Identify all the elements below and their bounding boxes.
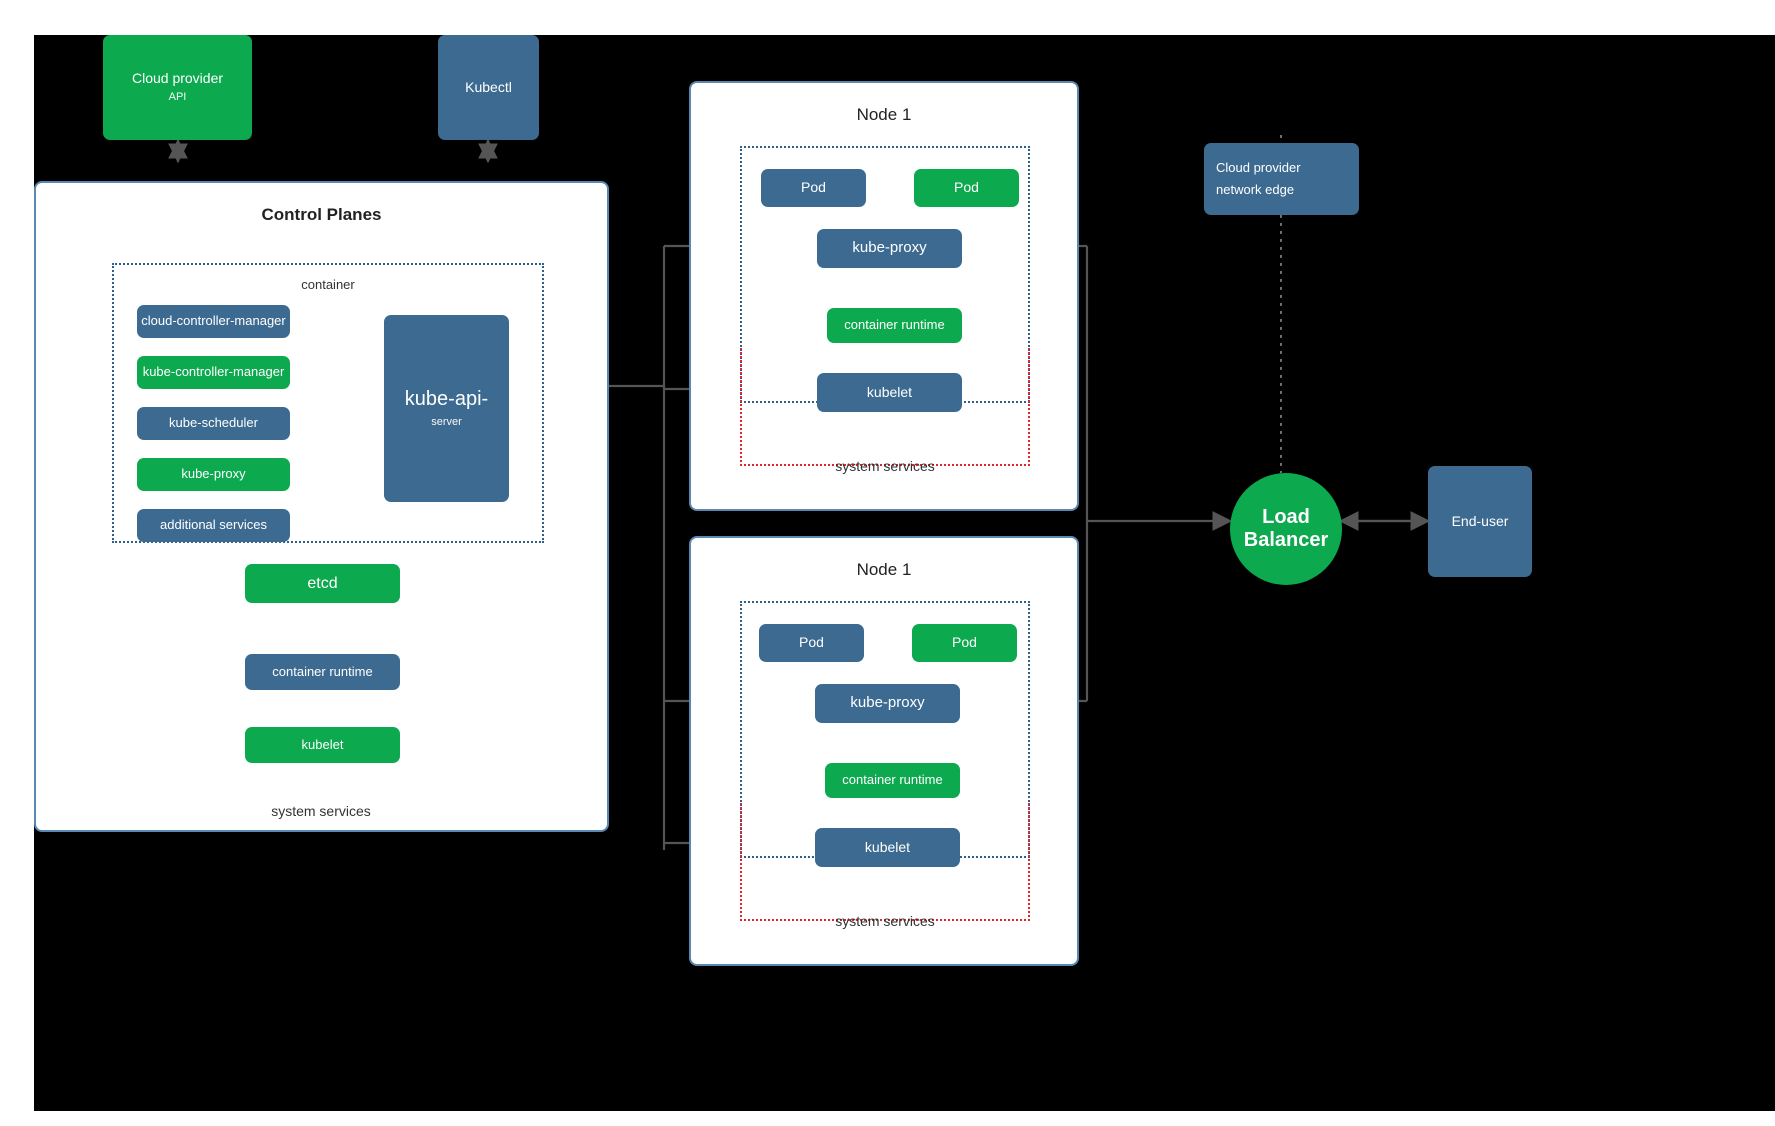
end-user-box[interactable]: End-user (1428, 466, 1532, 577)
control-plane-container-runtime-box[interactable]: container runtime (245, 654, 400, 690)
kube-api-server-label-line1: kube-api- (404, 388, 489, 411)
node-panel-1: Node 1 Pod Pod kube-proxy container runt… (689, 81, 1079, 511)
node-1-kube-proxy-box[interactable]: kube-proxy (817, 229, 962, 268)
etcd-label: etcd (307, 574, 338, 592)
node-2-container-runtime-label: container runtime (842, 772, 943, 788)
node-1-kubelet-label: kubelet (866, 383, 913, 400)
node-2-pod-2[interactable]: Pod (912, 624, 1017, 662)
kube-proxy-control-plane-box[interactable]: kube-proxy (137, 458, 290, 491)
kube-scheduler-label: kube-scheduler (169, 415, 258, 431)
node-1-system-services-label: system services (835, 458, 935, 474)
cloud-controller-manager-label: cloud-controller-manager (141, 313, 286, 329)
cloud-provider-label-line2: API (168, 91, 187, 104)
control-plane-kubelet-box[interactable]: kubelet (245, 727, 400, 763)
node-1-container-runtime-box[interactable]: container runtime (827, 308, 962, 343)
node-1-pod-1[interactable]: Pod (761, 169, 866, 207)
node-2-pod-1-label: Pod (799, 634, 824, 651)
node-1-kube-proxy-label: kube-proxy (852, 239, 927, 257)
node-2-kube-proxy-label: kube-proxy (850, 694, 925, 712)
network-edge-label-line1: Cloud provider (1216, 159, 1301, 175)
control-planes-panel: Control Planes container cloud-controlle… (34, 181, 609, 832)
cloud-controller-manager-box[interactable]: cloud-controller-manager (137, 305, 290, 338)
kube-proxy-control-plane-label: kube-proxy (181, 466, 246, 482)
kube-controller-manager-label: kube-controller-manager (142, 364, 285, 380)
node-2-title: Node 1 (856, 560, 912, 579)
cloud-provider-box[interactable]: Cloud provider API (103, 35, 252, 140)
control-plane-container-region (112, 263, 544, 543)
kube-controller-manager-box[interactable]: kube-controller-manager (137, 356, 290, 389)
load-balancer-label-line2: Balancer (1243, 529, 1329, 551)
control-planes-title: Control Planes (261, 205, 382, 224)
network-edge-label-line2: network edge (1216, 182, 1295, 197)
load-balancer-circle[interactable]: Load Balancer (1230, 473, 1342, 585)
control-plane-kubelet-label: kubelet (301, 736, 344, 752)
control-plane-container-label: container (301, 277, 355, 292)
node-2-pod-2-label: Pod (952, 634, 977, 651)
kubectl-box[interactable]: Kubectl (438, 35, 539, 140)
etcd-box[interactable]: etcd (245, 564, 400, 603)
node-1-pod-2-label: Pod (954, 179, 979, 196)
node-1-pod-1-label: Pod (801, 179, 826, 196)
node-1-container-runtime-label: container runtime (844, 317, 945, 333)
node-1-pod-2[interactable]: Pod (914, 169, 1019, 207)
additional-services-box[interactable]: additional services (137, 509, 290, 542)
additional-services-label: additional services (160, 517, 267, 533)
node-2-kubelet-label: kubelet (864, 838, 911, 855)
node-1-title: Node 1 (856, 105, 912, 124)
cloud-provider-label-line1: Cloud provider (131, 69, 224, 86)
kube-api-server-box[interactable]: kube-api- server (384, 315, 509, 502)
node-2-pod-1[interactable]: Pod (759, 624, 864, 662)
kube-api-server-label-line2: server (431, 416, 462, 429)
kube-scheduler-box[interactable]: kube-scheduler (137, 407, 290, 440)
load-balancer-label-line1: Load (1262, 506, 1310, 528)
kubectl-label: Kubectl (465, 78, 512, 95)
node-2-system-region (740, 803, 1030, 921)
cloud-provider-network-edge-box[interactable]: Cloud provider network edge (1204, 143, 1359, 215)
node-1-kubelet-box[interactable]: kubelet (817, 373, 962, 412)
node-2-kubelet-box[interactable]: kubelet (815, 828, 960, 867)
control-plane-system-services-label: system services (271, 803, 371, 819)
node-1-system-region (740, 348, 1030, 466)
node-2-system-services-label: system services (835, 913, 935, 929)
node-panel-2: Node 1 Pod Pod kube-proxy container runt… (689, 536, 1079, 966)
node-2-kube-proxy-box[interactable]: kube-proxy (815, 684, 960, 723)
end-user-label: End-user (1451, 512, 1509, 529)
diagram-canvas: Kubectl Cloud provider API Control Plane… (34, 35, 1775, 1111)
node-2-container-runtime-box[interactable]: container runtime (825, 763, 960, 798)
control-plane-container-runtime-label: container runtime (272, 663, 373, 679)
